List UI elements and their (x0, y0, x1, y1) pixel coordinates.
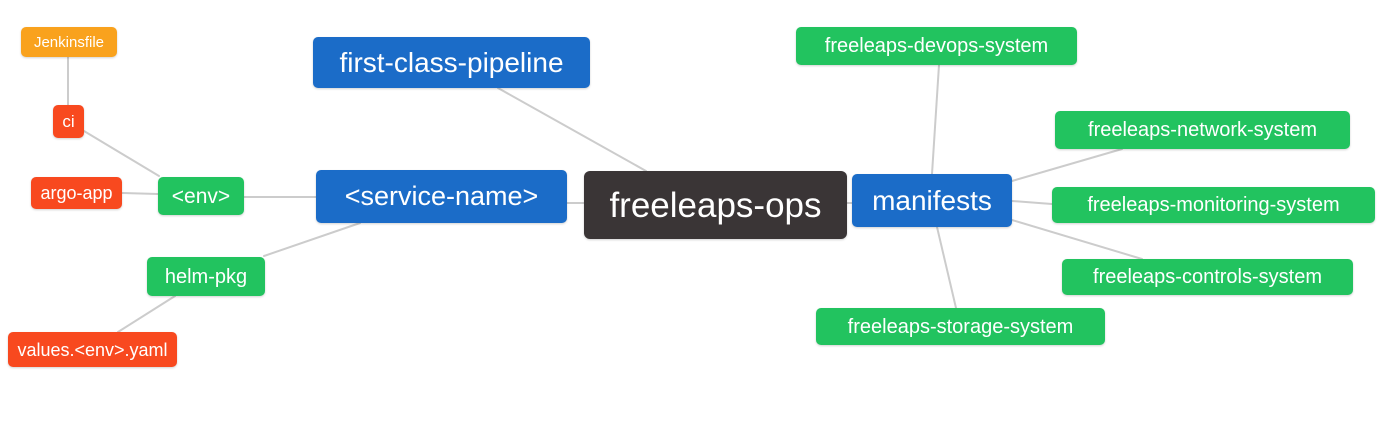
node-label-helm-pkg: helm-pkg (164, 265, 248, 288)
node-label-first-class-pipeline: first-class-pipeline (339, 46, 564, 78)
mindmap-node-monitoring-system[interactable]: freeleaps-monitoring-system (1052, 187, 1375, 223)
node-label-controls-system: freeleaps-controls-system (1093, 266, 1322, 288)
mindmap-node-network-system[interactable]: freeleaps-network-system (1055, 111, 1350, 149)
mindmap-node-first-class-pipeline[interactable]: first-class-pipeline (313, 37, 590, 88)
mindmap-node-helm-pkg[interactable]: helm-pkg (147, 257, 265, 296)
edge-manifests-controls-system (1011, 219, 1143, 260)
edge-manifests-network-system (1011, 148, 1123, 182)
node-label-env: <env> (171, 184, 231, 208)
node-label-values-env-yaml: values.<env>.yaml (17, 339, 168, 360)
node-label-network-system: freeleaps-network-system (1088, 119, 1317, 141)
mindmap-node-values-env-yaml[interactable]: values.<env>.yaml (8, 332, 177, 367)
edge-helm-pkg-values-env-yaml (117, 295, 176, 333)
edge-manifests-storage-system (936, 226, 957, 309)
node-label-devops-system: freeleaps-devops-system (824, 35, 1049, 57)
mindmap-node-env[interactable]: <env> (158, 177, 244, 215)
mindmap-node-freeleaps-ops[interactable]: freeleaps-ops (584, 171, 847, 239)
node-label-jenkinsfile: Jenkinsfile (33, 33, 105, 51)
mindmap-node-jenkinsfile[interactable]: Jenkinsfile (21, 27, 117, 57)
mindmap-node-devops-system[interactable]: freeleaps-devops-system (796, 27, 1077, 65)
mindmap-node-manifests[interactable]: manifests (852, 174, 1012, 227)
node-label-ci: ci (62, 112, 75, 131)
node-label-service-name: <service-name> (344, 181, 539, 211)
mindmap-node-controls-system[interactable]: freeleaps-controls-system (1062, 259, 1353, 295)
mindmap-node-argo-app[interactable]: argo-app (31, 177, 122, 209)
node-label-monitoring-system: freeleaps-monitoring-system (1087, 194, 1340, 216)
node-label-manifests: manifests (872, 184, 992, 216)
node-label-argo-app: argo-app (40, 183, 113, 203)
node-label-freeleaps-ops: freeleaps-ops (609, 185, 822, 225)
mindmap-node-ci[interactable]: ci (53, 105, 84, 138)
node-label-storage-system: freeleaps-storage-system (847, 315, 1074, 338)
edge-first-class-pipeline-freeleaps-ops (497, 87, 647, 172)
mindmap-node-storage-system[interactable]: freeleaps-storage-system (816, 308, 1105, 345)
edge-ci-env (83, 130, 160, 177)
edge-manifests-devops-system (931, 64, 940, 175)
edge-helm-pkg-service-name (263, 222, 361, 257)
edge-manifests-monitoring-system (1011, 200, 1053, 205)
edge-argo-app-env (121, 192, 159, 195)
mindmap-node-service-name[interactable]: <service-name> (316, 170, 567, 223)
